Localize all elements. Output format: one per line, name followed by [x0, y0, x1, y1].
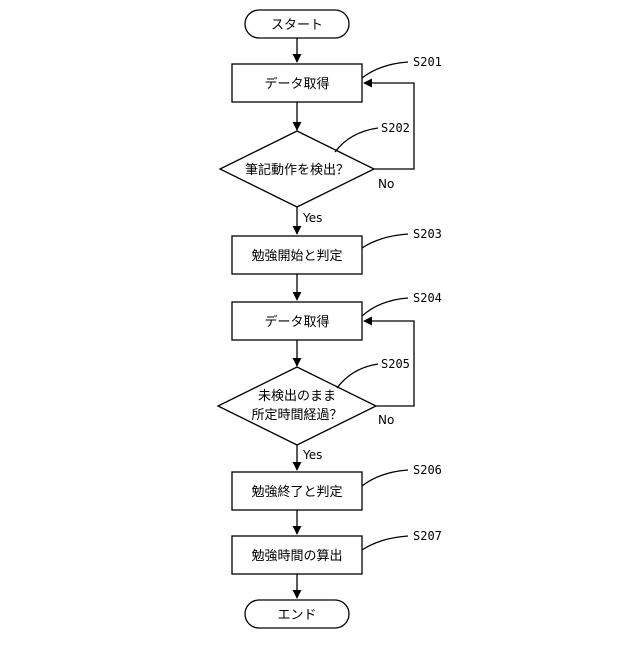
s202-label: 筆記動作を検出？: [245, 162, 349, 178]
leader-s207: [362, 536, 408, 550]
step-number-s202: S202: [381, 121, 410, 135]
leader-s205: [337, 364, 378, 388]
step-number-s204: S204: [413, 291, 442, 305]
step-number-s207: S207: [413, 529, 442, 543]
step-number-s203: S203: [413, 227, 442, 241]
step-number-s205: S205: [381, 357, 410, 371]
decision-diamond-s205: [218, 367, 376, 445]
step-number-s201: S201: [413, 55, 442, 69]
s207-label: 勉強時間の算出: [251, 549, 342, 564]
s201-label: データ取得: [264, 76, 329, 92]
s203-label: 勉強開始と判定: [251, 249, 342, 264]
end-label: エンド: [277, 608, 316, 623]
s205-no-label: No: [378, 413, 394, 427]
s206-label: 勉強終了と判定: [251, 484, 342, 500]
s202-no-label: No: [378, 177, 394, 191]
step-number-s206: S206: [413, 463, 442, 477]
leader-s202: [335, 128, 378, 152]
leader-s201: [362, 62, 408, 78]
leader-s204: [362, 298, 408, 316]
s205-label-line2: 所定時間経過？: [251, 408, 342, 423]
leader-s206: [362, 470, 408, 486]
s205-yes-label: Yes: [302, 448, 322, 462]
start-label: スタート: [271, 18, 323, 33]
s202-yes-label: Yes: [302, 211, 322, 225]
leader-s203: [362, 234, 408, 248]
s205-label-line1: 未検出のまま: [258, 389, 336, 404]
s204-label: データ取得: [264, 314, 329, 330]
